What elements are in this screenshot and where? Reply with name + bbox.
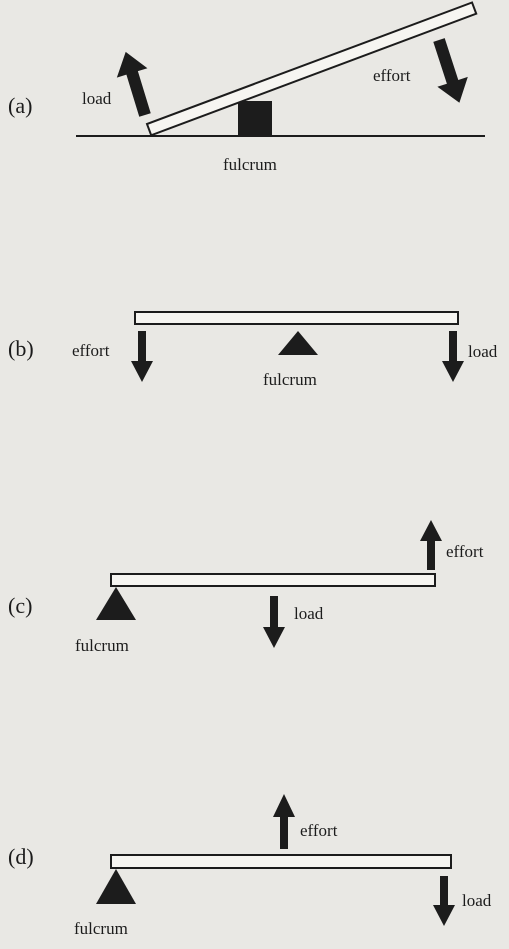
panel-c: (c) effort load fulcrum <box>8 520 484 655</box>
panel-a-fulcrum-label: fulcrum <box>223 155 277 174</box>
panel-a-label: (a) <box>8 93 32 118</box>
panel-c-label: (c) <box>8 593 32 618</box>
panel-a: (a) load effort fulcrum <box>8 1 485 174</box>
panel-a-load-arrow <box>116 51 151 117</box>
panel-c-fulcrum-label: fulcrum <box>75 636 129 655</box>
panel-c-load-label: load <box>294 604 324 623</box>
panel-d-fulcrum-triangle <box>96 869 136 904</box>
panel-b-load-label: load <box>468 342 498 361</box>
panel-a-effort-label: effort <box>373 66 411 85</box>
panel-b-load-arrow <box>442 331 464 382</box>
panel-b-lever-bar <box>134 311 459 325</box>
panel-a-effort-arrow <box>433 38 468 103</box>
panel-d-effort-arrow <box>273 794 295 849</box>
panel-c-effort-arrow <box>420 520 442 570</box>
panel-b-effort-arrow <box>131 331 153 382</box>
panel-c-lever-bar <box>110 573 436 587</box>
panel-c-fulcrum-triangle <box>96 587 136 620</box>
panel-a-load-label: load <box>82 89 112 108</box>
panel-a-lever-bar <box>145 1 478 137</box>
panel-a-fulcrum-block <box>238 101 272 136</box>
panel-d-load-arrow <box>433 876 455 926</box>
panel-d-effort-label: effort <box>300 821 338 840</box>
panel-b: (b) effort load fulcrum <box>8 311 498 389</box>
panel-d-fulcrum-label: fulcrum <box>74 919 128 938</box>
panel-d: (d) effort load fulcrum <box>8 794 492 938</box>
panel-b-effort-label: effort <box>72 341 110 360</box>
panel-d-label: (d) <box>8 844 34 869</box>
panel-b-label: (b) <box>8 336 34 361</box>
panel-d-lever-bar <box>110 854 452 869</box>
panel-b-fulcrum-triangle <box>278 331 318 355</box>
panel-b-fulcrum-label: fulcrum <box>263 370 317 389</box>
panel-c-load-arrow <box>263 596 285 648</box>
panel-c-effort-label: effort <box>446 542 484 561</box>
panel-d-load-label: load <box>462 891 492 910</box>
